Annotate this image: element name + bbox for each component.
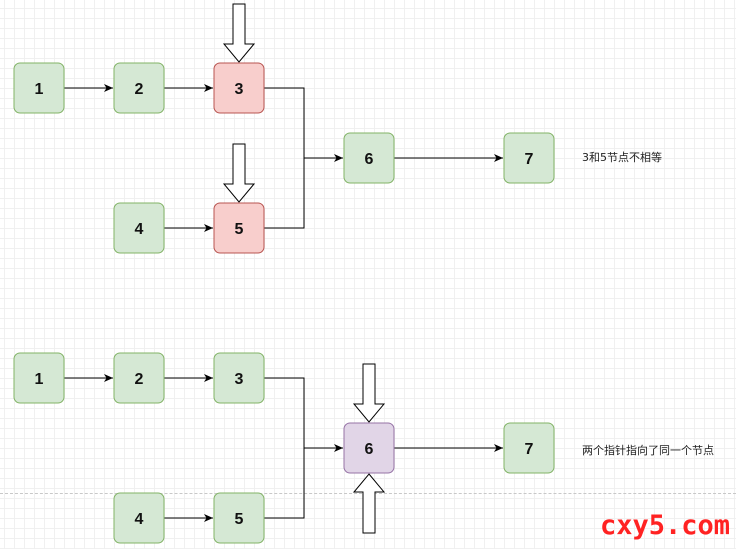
node-label: 7 [525, 151, 534, 168]
node-t3[interactable]: 3 [213, 62, 265, 114]
node-label: 4 [135, 221, 144, 238]
top-note: 3和5节点不相等 [582, 151, 662, 164]
node-label: 6 [365, 441, 374, 458]
node-label: 1 [35, 371, 44, 388]
bottom-nodes: 1 2 3 4 5 6 7 [13, 352, 555, 544]
pointer-up-arrow-icon [352, 473, 386, 534]
edge-b5-b6 [264, 448, 305, 519]
pointer-down-arrow-icon [352, 363, 386, 423]
bottom-edges [64, 374, 503, 522]
node-label: 5 [235, 221, 244, 238]
node-label: 4 [135, 511, 144, 528]
pointer-down-arrow-icon [222, 3, 256, 63]
node-b2[interactable]: 2 [113, 352, 165, 404]
node-label: 5 [235, 511, 244, 528]
node-t5[interactable]: 5 [213, 202, 265, 254]
node-t2[interactable]: 2 [113, 62, 165, 114]
node-label: 6 [365, 151, 374, 168]
node-label: 3 [235, 371, 244, 388]
node-label: 1 [35, 81, 44, 98]
edge-b3-b6 [264, 377, 343, 452]
top-nodes: 1 2 3 4 5 6 7 [13, 62, 555, 254]
node-b1[interactable]: 1 [13, 352, 65, 404]
node-b4[interactable]: 4 [113, 492, 165, 544]
pointer-arrows [222, 3, 386, 534]
node-b5[interactable]: 5 [213, 492, 265, 544]
node-t6[interactable]: 6 [343, 132, 395, 184]
node-t7[interactable]: 7 [503, 132, 555, 184]
watermark-logo: cxy5.com [599, 510, 730, 541]
node-b7[interactable]: 7 [503, 422, 555, 474]
bottom-note: 两个指针指向了同一个节点 [582, 444, 714, 457]
edge-t3-t6 [264, 87, 343, 162]
edge-t5-t6 [264, 158, 305, 229]
node-b6[interactable]: 6 [343, 422, 395, 474]
node-label: 7 [525, 441, 534, 458]
top-edges [64, 84, 503, 232]
node-label: 3 [235, 81, 244, 98]
pointer-down-arrow-icon [222, 143, 256, 203]
node-label: 2 [135, 81, 144, 98]
node-b3[interactable]: 3 [213, 352, 265, 404]
node-label: 2 [135, 371, 144, 388]
node-t1[interactable]: 1 [13, 62, 65, 114]
node-t4[interactable]: 4 [113, 202, 165, 254]
